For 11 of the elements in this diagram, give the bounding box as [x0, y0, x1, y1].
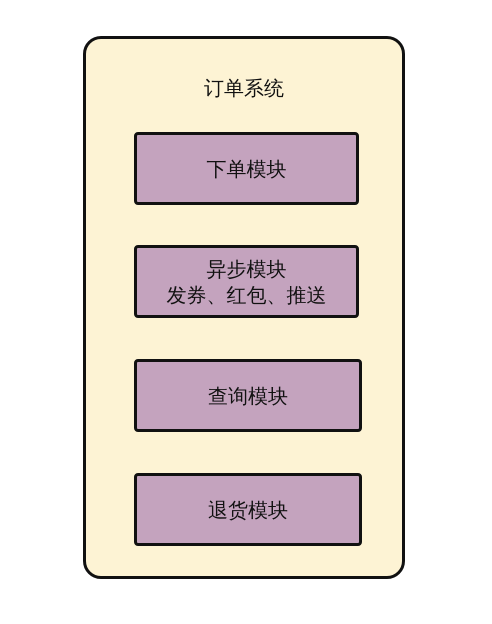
module-label: 下单模块	[206, 156, 286, 182]
module-box	[134, 473, 362, 546]
module-description: 发券、红包、推送	[166, 282, 326, 308]
module-label: 异步模块	[206, 256, 286, 282]
module-label: 退货模块	[208, 496, 288, 522]
container-title: 订单系统	[203, 75, 285, 102]
module-label: 查询模块	[208, 382, 288, 408]
module-box	[134, 132, 359, 205]
module-box	[134, 245, 359, 318]
system-container	[83, 36, 405, 579]
module-box	[134, 359, 362, 432]
